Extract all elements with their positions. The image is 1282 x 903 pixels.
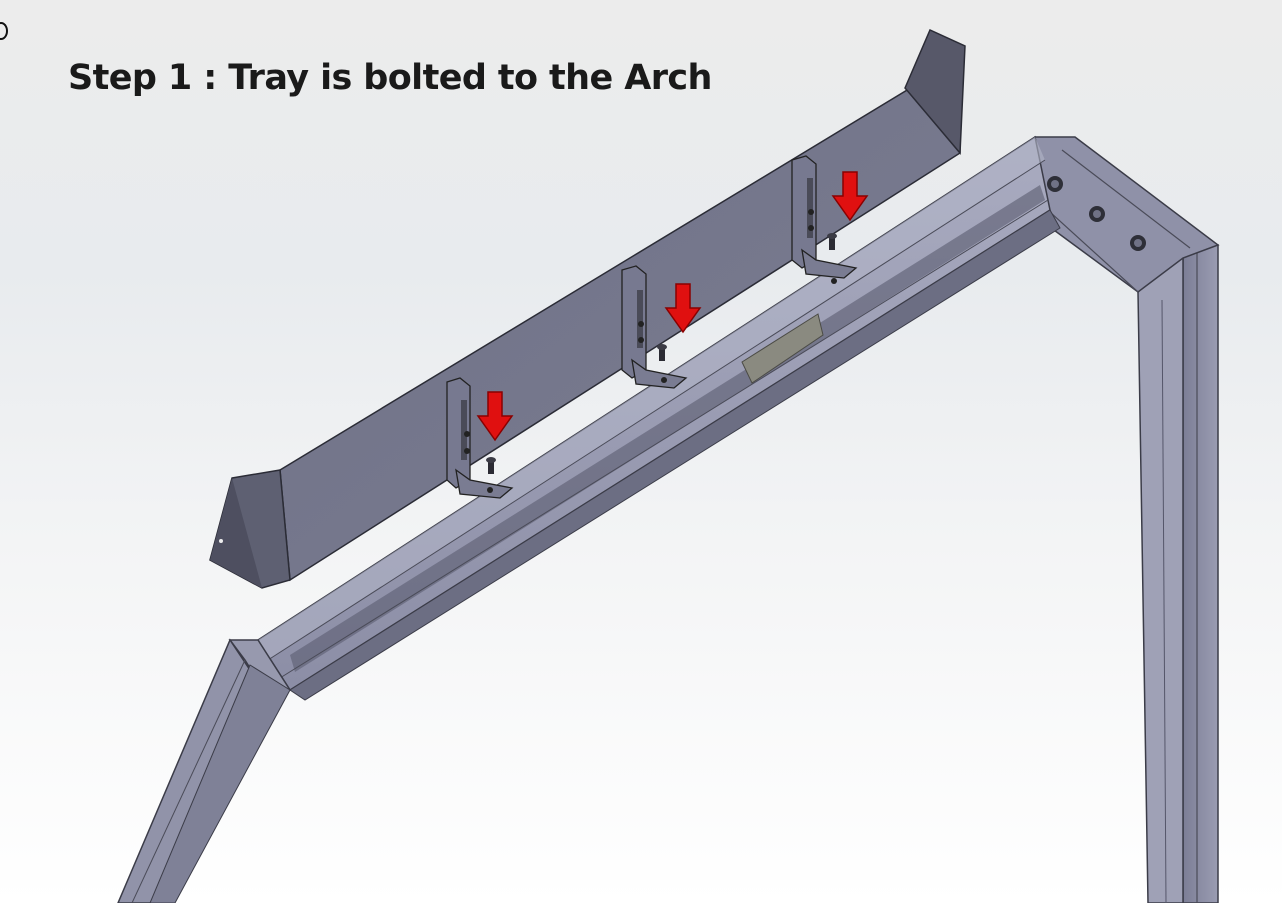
down-arrow-icon xyxy=(476,391,514,442)
arch-top-beam-underside xyxy=(289,209,1061,701)
corner-bolt-3 xyxy=(1130,235,1146,251)
tray-right-end xyxy=(904,28,966,155)
corner-fragment xyxy=(0,22,8,40)
down-arrow-icon xyxy=(664,283,702,334)
down-arrow-icon xyxy=(831,171,869,222)
bracket-2 xyxy=(621,265,688,389)
bracket-1 xyxy=(446,377,514,499)
arch-right-leg-outer xyxy=(1182,244,1219,903)
step-title: Step 1 : Tray is bolted to the Arch xyxy=(68,58,712,98)
corner-bolt-1 xyxy=(1047,176,1063,192)
bracket-3 xyxy=(791,155,858,284)
bolt-2 xyxy=(657,344,667,361)
arch-right-leg-inner xyxy=(1137,243,1184,903)
mounting-block xyxy=(741,313,824,384)
corner-bolt-2 xyxy=(1089,206,1105,222)
bolt-1 xyxy=(486,457,496,474)
bolt-3 xyxy=(827,233,837,250)
